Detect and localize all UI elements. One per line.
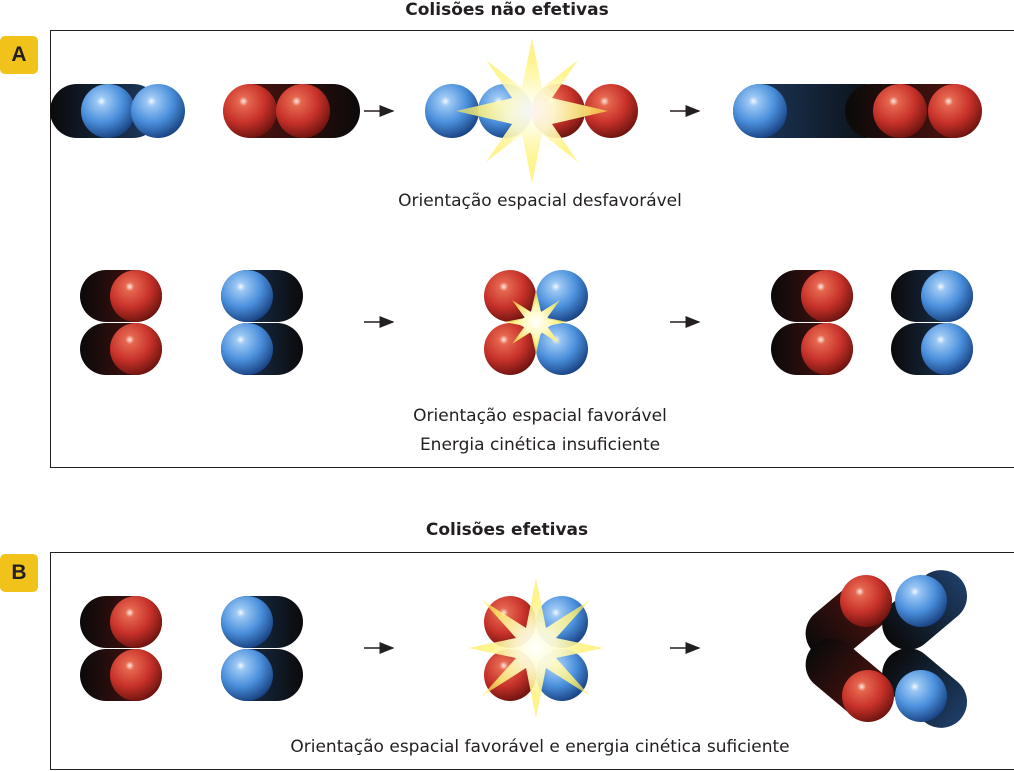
collision-row1 xyxy=(425,38,638,184)
row2-caption-line2: Energia cinética insuficiente xyxy=(419,435,661,455)
blue-molecule-vertical-b xyxy=(221,596,303,701)
section-b-panel xyxy=(50,552,1014,770)
row2-caption-line1: Orientação espacial favorável xyxy=(413,406,667,426)
blue-molecule-vertical xyxy=(221,270,303,375)
red-atom-icon xyxy=(223,84,277,138)
red-atom-icon xyxy=(276,84,330,138)
row1-caption: Orientação espacial desfavorável xyxy=(398,191,682,211)
red-molecule-horizontal xyxy=(223,84,360,138)
blue-atom-icon xyxy=(81,84,135,138)
section-b-title: Colisões efetivas xyxy=(425,520,589,540)
collision-row2 xyxy=(484,270,588,375)
collision-flash-icon xyxy=(504,290,568,354)
section-b-caption: Orientação espacial favorável e energia … xyxy=(290,737,790,757)
rebound-row1 xyxy=(733,84,982,138)
collision-flash-icon xyxy=(456,38,608,184)
blue-molecule-horizontal xyxy=(50,84,185,138)
section-a-title: Colisões não efetivas xyxy=(405,0,609,20)
red-molecule-vertical-b xyxy=(80,596,162,701)
section-a-panel xyxy=(50,30,1014,468)
collision-b xyxy=(468,578,604,718)
rebound-row2 xyxy=(771,270,973,375)
blue-atom-icon xyxy=(131,84,185,138)
collision-flash-icon xyxy=(468,578,604,718)
section-a-badge: A xyxy=(0,36,38,74)
products-b xyxy=(805,570,968,728)
red-molecule-vertical xyxy=(80,270,162,375)
section-b-badge: B xyxy=(0,554,38,592)
